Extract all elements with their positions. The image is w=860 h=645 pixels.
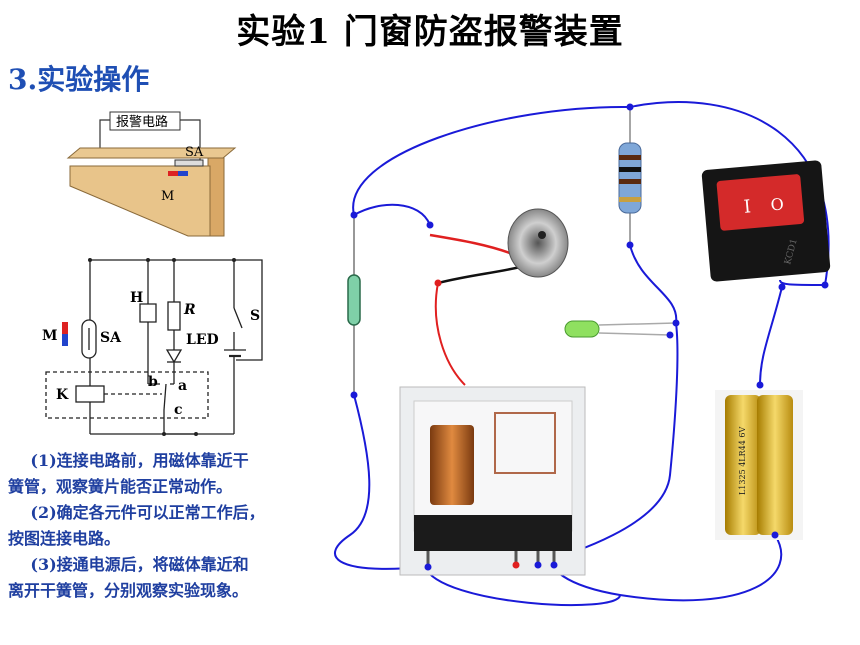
battery-right: [757, 395, 793, 535]
step-3-cont: 离开干簧管，分别观察实验现象。: [8, 581, 249, 600]
r-label: R: [183, 302, 196, 318]
m-symbol-label: M: [42, 328, 58, 344]
red-lead-relay: [434, 282, 466, 386]
step-2: (2)确定各元件可以正常工作后，: [30, 503, 265, 522]
buzzer-h: [139, 303, 157, 323]
c-label: c: [174, 402, 183, 418]
step-2-cont: 按图连接电路。: [8, 529, 121, 548]
magnet-symbol-n: [62, 322, 68, 334]
alarm-circuit-label: 报警电路: [116, 114, 168, 130]
magnet-symbol-s: [62, 334, 68, 346]
relay-contact-arm: [163, 383, 167, 411]
resistor: [618, 142, 642, 214]
relay-coil-k: [75, 385, 105, 403]
reed-switch: [347, 274, 361, 326]
magnet-m: [168, 171, 178, 176]
alarm-circuit-box: [109, 111, 181, 131]
b-label: b: [148, 374, 158, 390]
sa-symbol-label: SA: [100, 330, 122, 346]
physical-wiring: I O KCD1 L1325 4LR44 6V: [333, 101, 831, 607]
sa-label: SA: [185, 145, 204, 160]
led: [564, 320, 600, 338]
resistor-band-4: [619, 197, 641, 202]
door-panel: [69, 165, 211, 237]
red-lead-buzzer: [429, 233, 516, 257]
buzzer-hole: [538, 231, 546, 239]
page-title: 实验1 门窗防盗报警装置: [236, 12, 624, 52]
reed-switch-symbol: [81, 319, 97, 359]
section-heading: 3.实验操作: [8, 63, 150, 96]
black-lead-buzzer: [437, 265, 521, 285]
procedure-steps: (1)连接电路前，用磁体靠近干 簧管，观察簧片能否正常动作。 (2)确定各元件可…: [8, 448, 328, 604]
wire-reed-bottom: [333, 394, 426, 570]
a-label: a: [178, 378, 187, 394]
relay-coil: [430, 425, 474, 505]
reed-switch-sa: [174, 159, 204, 167]
battery-label: L1325 4LR44 6V: [738, 427, 747, 495]
rocker-switch-button: [716, 174, 805, 231]
switch-off-mark: O: [770, 194, 785, 214]
h-label: H: [130, 290, 143, 306]
s-label: S: [250, 308, 260, 324]
wire-reed-to-buzzer: [353, 203, 431, 226]
magnet-m-south: [178, 171, 188, 176]
switch-on-mark: I: [743, 196, 752, 218]
step-1-cont: 簧管，观察簧片能否正常动作。: [8, 477, 233, 496]
wire-resistor-right: [629, 244, 678, 324]
door-frame-top: [66, 147, 237, 159]
k-label: K: [56, 387, 69, 403]
m-label: M: [161, 189, 174, 204]
resistor-band-1: [619, 155, 641, 160]
resistor-band-3: [619, 179, 641, 184]
step-3: (3)接通电源后，将磁体靠近和: [30, 555, 249, 574]
relay-base: [414, 515, 572, 551]
red-junction-relay: [512, 561, 520, 569]
relay-dashed-box: [45, 371, 209, 419]
relay-contacts: [494, 412, 556, 474]
step-1: (1)连接电路前，用磁体靠近干: [30, 451, 249, 470]
wire-battery-bottom: [552, 534, 783, 602]
red-junction: [434, 279, 442, 287]
resistor-r: [167, 301, 181, 331]
wire-switch-to-battery: [759, 286, 783, 386]
circuit-schematic: M SA H R LED S K b a c: [42, 258, 263, 436]
led-symbol: [165, 349, 183, 364]
led-label: LED: [186, 332, 219, 348]
buzzer: [507, 208, 569, 278]
door-diagram: 报警电路 SA M: [66, 111, 237, 237]
wire-bottom-loop: [424, 566, 621, 607]
battery-left: [725, 395, 761, 535]
switch-s: [233, 307, 243, 329]
resistor-band-2: [619, 167, 641, 172]
